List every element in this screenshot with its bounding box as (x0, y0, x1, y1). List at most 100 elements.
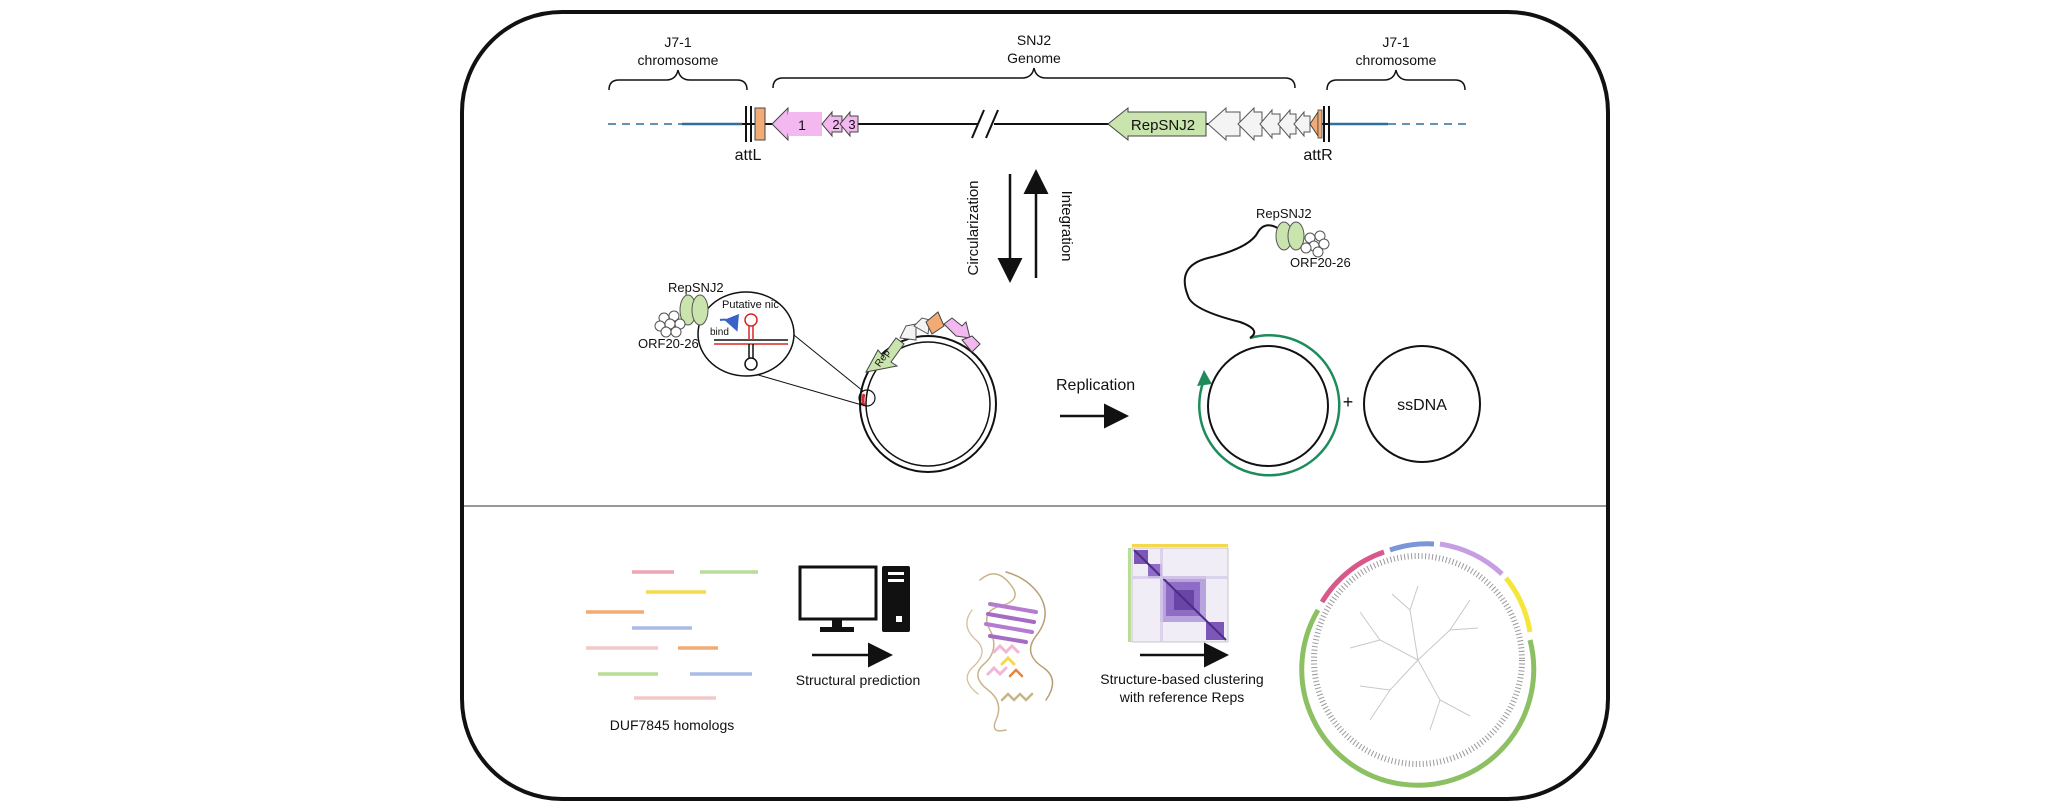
replication-label: Replication (1056, 377, 1135, 394)
circle-rep-gene (865, 337, 905, 373)
left-host-line2: chromosome (638, 52, 719, 68)
protein-sheet (984, 622, 1034, 634)
tower-slot (888, 579, 904, 582)
circle-att-arrow (925, 311, 945, 335)
protein-helix (992, 643, 1020, 655)
attR-label: attR (1303, 147, 1332, 164)
monitor-icon (798, 565, 878, 621)
protein-tail (1000, 692, 1034, 702)
hairpin-loop-bottom (744, 357, 758, 371)
orf-arrow (1259, 108, 1281, 140)
heatmap-band (1160, 548, 1163, 642)
circle-nic-highlight (858, 389, 876, 407)
brace-phage (772, 67, 1296, 89)
putative-nic-label: Putative nic (722, 299, 779, 311)
tree-branches (1349, 585, 1479, 731)
heatmap-strip-left (1128, 548, 1131, 642)
right-host-line1: J7-1 (1382, 34, 1409, 50)
genome-map: J7-1 chromosome SNJ2 Genome J7-1 chromos… (608, 32, 1466, 164)
replication-orf-label: ORF20-26 (1290, 255, 1351, 270)
orf-protein (1300, 242, 1312, 254)
nic-zoom-ellipse (697, 291, 795, 377)
phage-line2: Genome (1007, 50, 1061, 66)
attR-orange-arrow (1309, 110, 1319, 138)
ssdna-label: ssDNA (1397, 397, 1447, 414)
computer-icon (798, 565, 910, 632)
protein-helix (1008, 668, 1024, 678)
protein-sheet (988, 634, 1028, 644)
protein-sheet (988, 602, 1038, 614)
transition-arrows: Circularization Integration (965, 169, 1075, 283)
ssdna-circle (1363, 345, 1481, 463)
right-host-line2: chromosome (1356, 52, 1437, 68)
replication-rep-label: RepSNJ2 (1256, 206, 1312, 221)
integration-label: Integration (1058, 191, 1075, 262)
monitor-base (820, 627, 854, 632)
rep-protein-label: RepSNJ2 (668, 280, 724, 295)
homolog-bars (586, 570, 758, 700)
heatmap-block (1206, 622, 1224, 640)
orf-protein (670, 326, 682, 338)
orf-cluster-label: ORF20-26 (638, 336, 699, 351)
orf-protein-cluster (654, 310, 686, 338)
circularization-label: Circularization (965, 180, 982, 275)
circle-gene-1 (943, 317, 971, 339)
orf-protein (1312, 246, 1324, 258)
tower-button (896, 616, 902, 622)
zoom-line-bottom (747, 371, 863, 406)
template-circle (1207, 345, 1329, 467)
step1-label: DUF7845 homologs (610, 717, 735, 733)
protein-coil (977, 573, 1016, 732)
hairpin-loop-top (744, 313, 758, 327)
attR-site (1317, 109, 1323, 139)
brace-left-host (608, 69, 748, 91)
orf-arrow (1277, 108, 1297, 140)
monitor-stand (832, 619, 842, 629)
attL-site (754, 107, 766, 141)
protein-structure-image (966, 571, 1054, 732)
step2-label: Structural prediction (796, 672, 921, 688)
heatmap-diagonal (1133, 549, 1227, 641)
rep-protein-subunit (691, 294, 709, 326)
heatmap-band (1132, 576, 1228, 579)
left-host-line1: J7-1 (664, 34, 691, 50)
circular-tree (1299, 541, 1537, 788)
brace-right-host (1326, 69, 1466, 91)
step3-label-line1: Structure-based clustering (1100, 671, 1263, 687)
break-mark-2 (985, 109, 999, 139)
clustering-heatmap (1128, 544, 1229, 643)
displaced-strand (1183, 224, 1291, 339)
phage-line1: SNJ2 (1017, 32, 1051, 48)
protein-sheet (986, 612, 1036, 624)
nascent-strand (1198, 334, 1341, 477)
gene-1-label: 1 (798, 117, 806, 133)
circle-gene-2 (961, 335, 981, 353)
circular-genome-inner (865, 341, 991, 467)
orf-protein-cluster (1300, 230, 1330, 258)
gene-1-body (788, 112, 822, 136)
gene-3-label: 3 (848, 117, 855, 132)
heatmap-strip-top (1132, 544, 1228, 547)
protein-coil (1005, 571, 1054, 701)
nascent-strand-head (1197, 370, 1212, 386)
protein-helix (986, 665, 1008, 677)
rep-protein-subunit (1287, 221, 1305, 251)
step3-label-line2: with reference Reps (1119, 689, 1245, 705)
tower-icon (882, 566, 910, 632)
tree-clade-ring-yellow (1504, 576, 1533, 633)
circle-nic-site (861, 393, 866, 407)
outer-frame (460, 10, 1610, 801)
gene-2-label: 2 (832, 117, 839, 132)
orf-arrows (1207, 106, 1311, 142)
tower-slot (888, 572, 904, 575)
bind-arrow (719, 313, 739, 332)
orf-protein (1318, 238, 1330, 250)
bind-label: bind (710, 327, 729, 338)
protein-helix (1000, 655, 1016, 666)
replication: Replication RepSNJ2 ORF20-26 + ssDNA (1056, 206, 1481, 477)
circular-genome: Rep bind Putative nic (638, 280, 997, 473)
attL-label: attL (735, 147, 762, 164)
orf-arrow (1207, 106, 1241, 142)
tree-clade-ring-pink (1319, 549, 1385, 604)
tree-clade-ring-green (1299, 608, 1537, 788)
